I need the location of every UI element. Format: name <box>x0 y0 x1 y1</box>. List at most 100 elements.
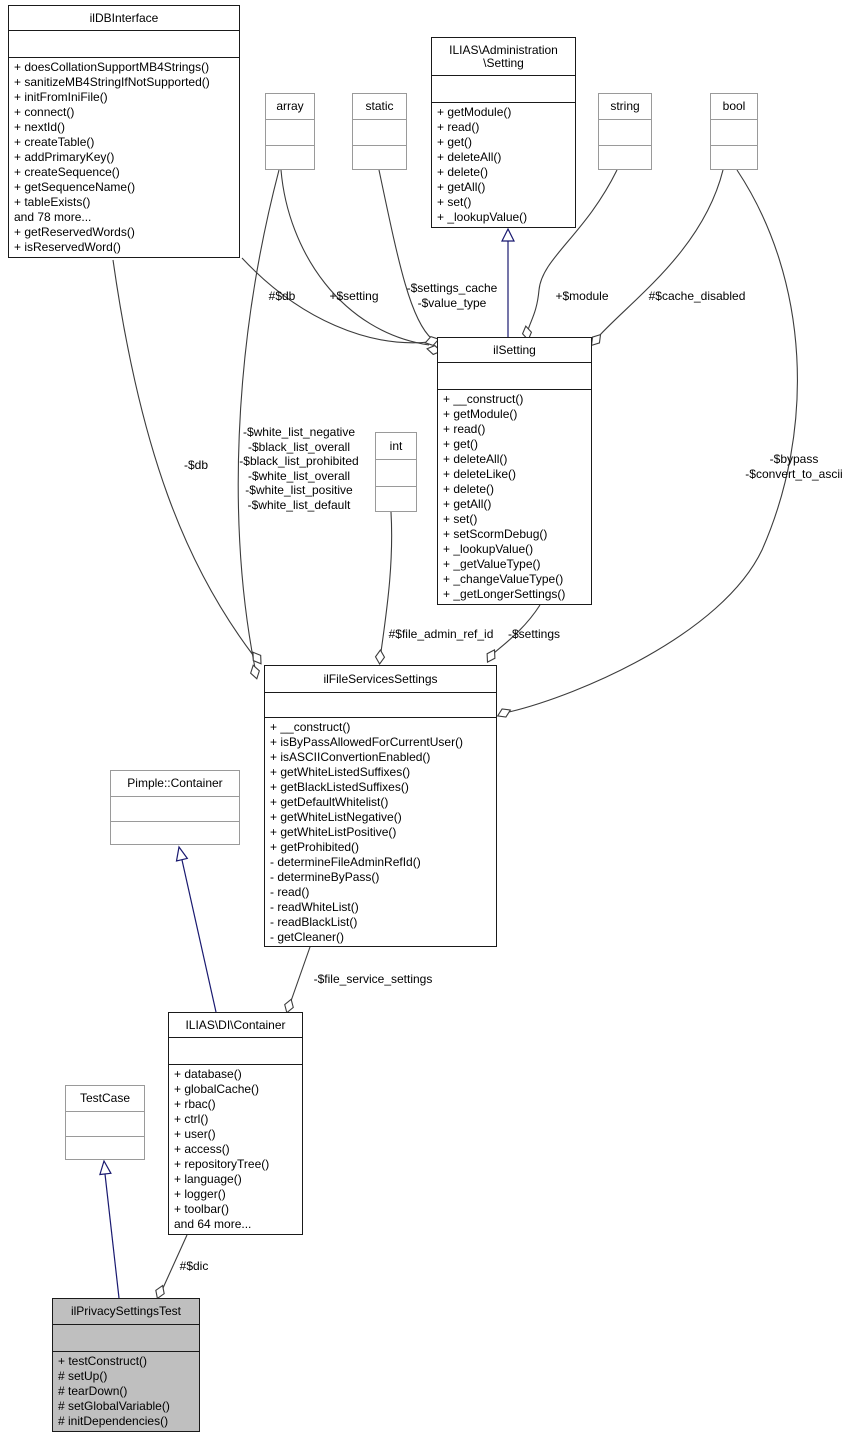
methods-compartment: + __construct()+ isByPassAllowedForCurre… <box>265 718 496 946</box>
method-row: # tearDown() <box>58 1384 128 1398</box>
attributes-compartment <box>353 120 406 146</box>
method-row: - determineByPass() <box>270 870 380 884</box>
method-row: + _getLongerSettings() <box>443 587 566 601</box>
inheritance-arrow-pimple <box>175 845 189 862</box>
method-row: # initDependencies() <box>58 1414 169 1428</box>
attributes-compartment <box>169 1038 302 1065</box>
edge-filesettings-dicontainer <box>290 946 311 1002</box>
method-row: + getWhiteListedSuffixes() <box>270 765 411 779</box>
diamond-settings <box>486 649 496 663</box>
edge-label-setting: +$setting <box>329 289 379 303</box>
method-row: + globalCache() <box>174 1082 260 1096</box>
method-row: + getBlackListedSuffixes() <box>270 780 409 794</box>
class-di-container[interactable]: ILIAS\DI\Container + database()+ globalC… <box>168 1012 303 1235</box>
edge-privacytest-inherits-testcase <box>104 1173 120 1299</box>
edge-array-ilsetting <box>280 169 430 346</box>
method-row: + getDefaultWhitelist() <box>270 795 389 809</box>
method-row: + getAll() <box>437 180 486 194</box>
diamond-whitelists <box>250 664 260 680</box>
method-row: and 64 more... <box>174 1217 252 1231</box>
attributes-compartment <box>711 120 757 146</box>
method-row: + __construct() <box>443 392 524 406</box>
edge-label-dic: #$dic <box>179 1259 209 1273</box>
method-row: + set() <box>443 512 478 526</box>
method-row: + delete() <box>443 482 495 496</box>
class-array: array <box>265 93 315 170</box>
class-title: bool <box>711 94 757 120</box>
class-title: ilSetting <box>438 338 591 363</box>
class-filesettings[interactable]: ilFileServicesSettings + __construct()+ … <box>264 665 497 947</box>
method-row: + get() <box>443 437 479 451</box>
class-title: ilFileServicesSettings <box>265 666 496 693</box>
attributes-compartment <box>438 363 591 390</box>
method-row: + isASCIIConvertionEnabled() <box>270 750 431 764</box>
edge-label-white-lists: -$white_list_negative -$black_list_overa… <box>239 425 359 512</box>
class-ildbinterface[interactable]: ilDBInterface + doesCollationSupportMB4S… <box>8 5 240 258</box>
method-row: + rbac() <box>174 1097 216 1111</box>
method-row: + getModule() <box>443 407 518 421</box>
methods-compartment: + getModule()+ read()+ get()+ deleteAll(… <box>432 103 575 227</box>
method-row: + getAll() <box>443 497 492 511</box>
class-title: static <box>353 94 406 120</box>
method-row: - readBlackList() <box>270 915 358 929</box>
method-row: + _changeValueType() <box>443 572 564 586</box>
method-row: + ctrl() <box>174 1112 209 1126</box>
edge-label-settings-cache: -$settings_cache -$value_type <box>406 281 498 310</box>
class-admin-setting[interactable]: ILIAS\Administration \Setting + getModul… <box>431 37 576 228</box>
method-row: + deleteAll() <box>437 150 502 164</box>
method-row: + getWhiteListNegative() <box>270 810 402 824</box>
methods-compartment <box>711 146 757 169</box>
edge-bool-ilsetting <box>598 169 724 337</box>
inheritance-arrow-adminsetting <box>501 227 515 242</box>
edge-label-cache-disabled: #$cache_disabled <box>648 289 746 303</box>
method-row: + deleteAll() <box>443 452 508 466</box>
method-row: + isReservedWord() <box>14 240 121 254</box>
class-ilsetting[interactable]: ilSetting + __construct()+ getModule()+ … <box>437 337 592 605</box>
attributes-compartment <box>265 693 496 718</box>
method-row: # setGlobalVariable() <box>58 1399 170 1413</box>
method-row: + toolbar() <box>174 1202 230 1216</box>
class-string: string <box>598 93 652 170</box>
inheritance-arrow-testcase <box>99 1159 112 1176</box>
method-row: and 78 more... <box>14 210 92 224</box>
edge-bool-filesettings <box>508 169 798 713</box>
method-row: + tableExists() <box>14 195 91 209</box>
method-row: + createTable() <box>14 135 95 149</box>
method-row: + read() <box>437 120 480 134</box>
method-row: + __construct() <box>270 720 351 734</box>
edge-static-ilsetting <box>378 169 433 340</box>
class-privacy-settings-test[interactable]: ilPrivacySettingsTest + testConstruct()#… <box>52 1298 200 1432</box>
edge-label-db-file: -$db <box>183 458 209 472</box>
edge-label-db-setting: #$db <box>268 289 296 303</box>
method-row: + _getValueType() <box>443 557 541 571</box>
class-title: string <box>599 94 651 120</box>
method-row: + doesCollationSupportMB4Strings() <box>14 60 210 74</box>
attributes-compartment <box>111 797 239 822</box>
methods-compartment <box>111 822 239 844</box>
class-title: ilDBInterface <box>9 6 239 31</box>
method-row: + sanitizeMB4StringIfNotSupported() <box>14 75 210 89</box>
method-row: - readWhiteList() <box>270 900 359 914</box>
method-row: + isByPassAllowedForCurrentUser() <box>270 735 464 749</box>
methods-compartment: + doesCollationSupportMB4Strings()+ sani… <box>9 58 239 257</box>
methods-compartment: + __construct()+ getModule()+ read()+ ge… <box>438 390 591 604</box>
edge-label-file-service-settings: -$file_service_settings <box>313 972 433 986</box>
class-int: int <box>375 432 417 512</box>
attributes-compartment <box>266 120 314 146</box>
class-title: ILIAS\Administration \Setting <box>432 38 575 76</box>
attributes-compartment <box>66 1112 144 1137</box>
class-title: Pimple::Container <box>111 771 239 797</box>
method-row: + deleteLike() <box>443 467 517 481</box>
method-row: - read() <box>270 885 310 899</box>
method-row: + connect() <box>14 105 75 119</box>
method-row: + nextId() <box>14 120 66 134</box>
class-title: array <box>266 94 314 120</box>
methods-compartment <box>599 146 651 169</box>
class-title: ILIAS\DI\Container <box>169 1013 302 1038</box>
edge-ildbinterface-filesettings <box>112 259 254 656</box>
method-row: - getCleaner() <box>270 930 345 944</box>
edge-ildbinterface-ilsetting <box>241 257 430 344</box>
methods-compartment <box>66 1137 144 1159</box>
